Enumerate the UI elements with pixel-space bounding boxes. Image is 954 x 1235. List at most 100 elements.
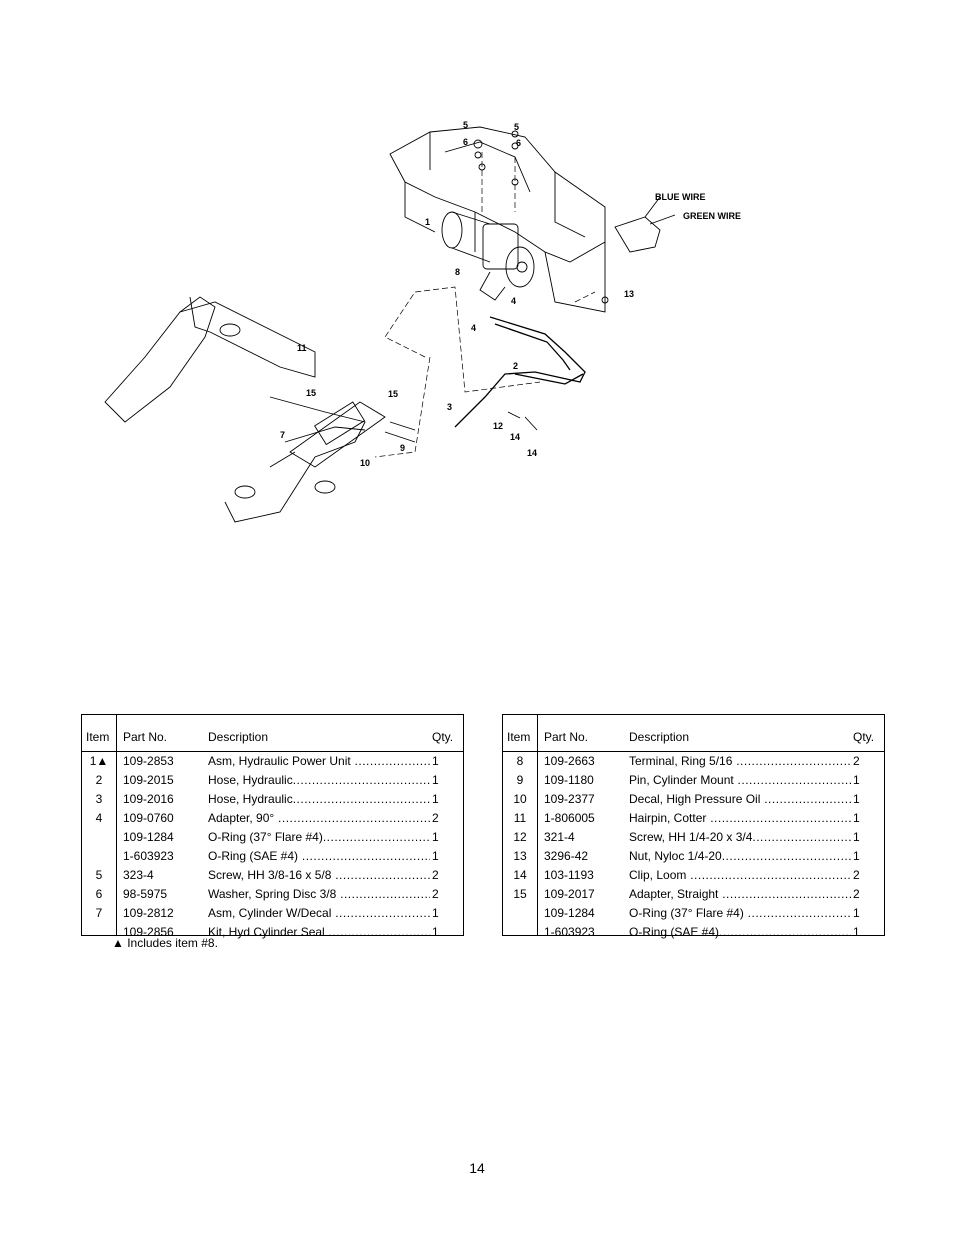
part-number: 109-2663	[544, 754, 595, 768]
item-number: 2	[95, 773, 103, 787]
quantity: 2	[853, 868, 860, 882]
callout-15b: 15	[388, 389, 398, 399]
description: Screw, HH 3/8-16 x 5/8 .................…	[208, 868, 430, 882]
part-number: 109-1180	[544, 773, 594, 787]
item-number: 7	[95, 906, 103, 920]
quantity: 2	[853, 887, 860, 901]
item-number: 9	[516, 773, 524, 787]
part-number: 103-1193	[544, 868, 594, 882]
part-number: 109-2016	[123, 792, 174, 806]
part-number: 109-0760	[123, 811, 174, 825]
part-number: 109-1284	[544, 906, 595, 920]
part-number: 98-5975	[123, 887, 168, 901]
part-number: 109-2015	[123, 773, 174, 787]
part-number: 3296-42	[544, 849, 589, 863]
part-number: 1-603923	[544, 925, 595, 939]
quantity: 1	[853, 925, 860, 939]
description: Asm, Hydraulic Power Unit ..............…	[208, 754, 430, 768]
callout-5a: 5	[463, 120, 468, 130]
item-number: 11	[513, 811, 527, 825]
callout-13: 13	[624, 289, 634, 299]
quantity: 1	[432, 849, 439, 863]
small-hardware	[473, 130, 609, 431]
quantity: 1	[432, 773, 439, 787]
hydraulic-power-unit	[441, 211, 535, 301]
item-number: 15	[513, 887, 527, 901]
part-number: 321-4	[544, 830, 575, 844]
callout-14b: 14	[527, 448, 537, 458]
item-number: 4	[95, 811, 103, 825]
assembly-lines	[374, 152, 596, 458]
blue-wire-label: BLUE WIRE	[655, 192, 706, 202]
table-row: 14 103-1193 Clip, Loom ...................…	[503, 868, 884, 887]
exploded-parts-diagram: 1 2 3 4 4 5 5 6 6 7 8 9 10 11 12 13 14 1…	[104, 120, 741, 523]
green-wire-label: GREEN WIRE	[683, 211, 741, 221]
item-number: 3	[95, 792, 103, 806]
description: Washer, Spring Disc 3/8 ................…	[208, 887, 430, 901]
table-row: 8 109-2663 Terminal, Ring 5/16 ...........…	[503, 754, 884, 773]
part-number: 1-603923	[123, 849, 174, 863]
column-divider	[537, 715, 538, 935]
description: O-Ring (37° Flare #4) ..................…	[629, 906, 851, 920]
quantity: 1	[853, 792, 860, 806]
parts-table-left: Item Part No. Description Qty. 1▲109-285…	[81, 714, 464, 939]
item-number: 14	[513, 868, 527, 882]
callout-2: 2	[513, 361, 518, 371]
description: Decal, High Pressure Oil ...............…	[629, 792, 851, 806]
hydraulic-cylinder	[269, 401, 416, 468]
part-number: 109-2853	[123, 754, 174, 768]
lift-frame	[104, 296, 366, 523]
part-number: 109-2856	[123, 925, 174, 939]
callout-4a: 4	[511, 296, 516, 306]
footnote: ▲ Includes item #8.	[112, 936, 218, 950]
header-part-no: Part No.	[544, 730, 589, 744]
item-number: 6	[95, 887, 103, 901]
part-number: 109-2812	[123, 906, 174, 920]
description: Hose, Hydraulic.........................…	[208, 792, 430, 806]
quantity: 1	[853, 773, 860, 787]
quantity: 1	[853, 830, 860, 844]
callout-6a: 6	[463, 137, 468, 147]
header-qty: Qty.	[853, 730, 875, 744]
mounting-bracket	[389, 126, 606, 313]
callout-12: 12	[493, 421, 503, 431]
quantity: 1	[432, 754, 439, 768]
table-row: 3 109-2016 Hose, Hydraulic................…	[82, 792, 463, 811]
callout-6b: 6	[516, 138, 521, 148]
table-row: 11 1-806005 Hairpin, Cotter ..............…	[503, 811, 884, 830]
part-number: 109-2377	[544, 792, 595, 806]
quantity: 2	[432, 811, 439, 825]
table-header: Item Part No. Description Qty.	[82, 715, 463, 752]
part-number: 1-806005	[544, 811, 595, 825]
description: Nut, Nyloc 1/4-20.......................…	[629, 849, 851, 863]
callout-14a: 14	[510, 432, 520, 442]
header-part-no: Part No.	[123, 730, 168, 744]
quantity: 1	[432, 925, 439, 939]
callout-1: 1	[425, 217, 430, 227]
quantity: 1	[432, 830, 439, 844]
description: Hairpin, Cotter ........................…	[629, 811, 851, 825]
part-number: 323-4	[123, 868, 154, 882]
item-number: 8	[516, 754, 524, 768]
quantity: 2	[432, 868, 439, 882]
callout-15a: 15	[306, 388, 316, 398]
description: Adapter, Straight ......................…	[629, 887, 851, 901]
description: Terminal, Ring 5/16 ....................…	[629, 754, 851, 768]
callout-9: 9	[400, 443, 405, 453]
header-qty: Qty.	[432, 730, 454, 744]
description: Screw, HH 1/4-20 x 3/4..................…	[629, 830, 851, 844]
header-description: Description	[208, 730, 269, 744]
description: Clip, Loom .............................…	[629, 868, 851, 882]
page-number: 14	[469, 1160, 485, 1176]
